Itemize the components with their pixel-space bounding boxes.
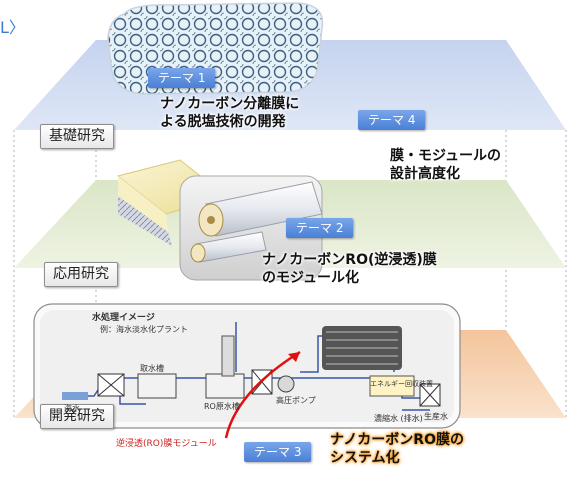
plant-caption-erd: エネルギー回収装置 [370, 380, 433, 388]
plant-title: 水処理イメージ [92, 313, 155, 323]
theme-3-badge: テーマ 3 [244, 442, 312, 462]
module-caption: 逆浸透(RO)膜モジュール [116, 439, 217, 449]
theme-3-title-line1: ナノカーボンRO膜の [330, 432, 464, 448]
theme-2-badge: テーマ 2 [286, 218, 354, 238]
theme-4-title: 膜・モジュールの 設計高度化 [390, 148, 501, 183]
plant-subtitle: 例：海水淡水化プラント [100, 325, 188, 334]
plant-caption-product: 生産水 [424, 412, 448, 421]
theme-3-title: ナノカーボンRO膜の システム化 [330, 432, 464, 467]
theme-2-title-line1: ナノカーボンRO(逆浸透)膜 [262, 252, 437, 268]
corner-mark: L〉 [0, 18, 25, 37]
layer-label-basic: 基礎研究 [40, 124, 114, 149]
theme-1-badge: テーマ 1 [148, 68, 216, 88]
theme-1-title: ナノカーボン分離膜に よる脱塩技術の開発 [160, 96, 299, 131]
theme-4-title-line1: 膜・モジュールの [390, 148, 502, 164]
plant-caption-ro-tank: RO原水槽 [204, 402, 240, 411]
theme-3-title-line2: システム化 [330, 449, 400, 466]
theme-2-title: ナノカーボンRO(逆浸透)膜 のモジュール化 [262, 252, 437, 287]
layer-label-applied: 応用研究 [44, 262, 118, 287]
theme-4-title-line2: 設計高度化 [390, 165, 460, 182]
plant-caption-seawater: 海水 [64, 404, 80, 413]
plant-caption-brine: 濃縮水 (排水) [374, 414, 423, 423]
theme-1-title-line2: よる脱塩技術の開発 [160, 113, 286, 130]
theme-2-title-line2: のモジュール化 [262, 269, 360, 286]
plant-caption-intake: 取水槽 [140, 364, 164, 373]
plant-caption-pump: 高圧ポンプ [276, 396, 316, 405]
theme-4-badge: テーマ 4 [358, 110, 426, 130]
theme-1-title-line1: ナノカーボン分離膜に [160, 96, 300, 112]
layer-label-development: 開発研究 [40, 404, 114, 429]
